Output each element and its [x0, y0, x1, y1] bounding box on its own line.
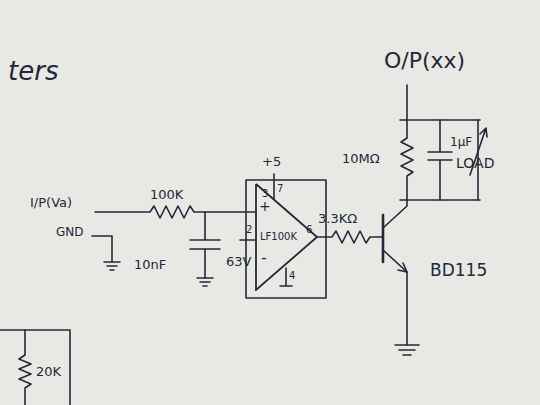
schematic-label: +5 [262, 155, 281, 168]
schematic-label: I/P(Va) [30, 196, 72, 209]
capacitor-symbol [428, 120, 452, 200]
transistor-collector [383, 200, 407, 228]
output-wire [406, 85, 408, 120]
schematic-label: GND [56, 226, 84, 238]
resistor-symbol [95, 206, 255, 218]
schematic-label: 6 [306, 225, 312, 235]
resistor-symbol [19, 330, 31, 405]
schematic-label: 3 [262, 189, 268, 199]
schematic-label: 63V [226, 255, 251, 268]
schematic-label: - [261, 250, 267, 266]
emitter-arrow [398, 263, 407, 272]
schematic-label: ters [8, 58, 58, 84]
schematic-label: 3.3KΩ [318, 212, 357, 225]
transistor-emitter [383, 250, 407, 345]
schematic-label: 2 [246, 225, 252, 235]
resistor-symbol [316, 231, 383, 243]
schematic-label: 4 [289, 271, 295, 281]
schematic-label: 100K [150, 188, 183, 201]
schematic-label: O/P(xx) [384, 50, 465, 72]
pin-wire [273, 174, 275, 200]
capacitor-symbol [190, 212, 220, 278]
schematic-label: 7 [277, 184, 283, 194]
schematic-label: 20K [36, 365, 61, 378]
schematic-label: 1μF [450, 136, 472, 148]
ground-symbol [395, 345, 419, 355]
schematic-label: + [259, 199, 271, 213]
schematic-label: 10MΩ [342, 152, 380, 165]
ground-symbol [197, 278, 213, 286]
wire [92, 236, 112, 262]
ground-symbol [104, 262, 120, 270]
transistor-base [382, 215, 385, 262]
schematic-label: BD115 [430, 262, 487, 279]
box-outline [0, 330, 70, 405]
resistor-symbol [401, 120, 413, 200]
schematic-label: 10nF [134, 258, 166, 271]
pin-wire [240, 239, 255, 241]
opamp-outline [246, 180, 326, 298]
schematic-label: LOAD [456, 156, 494, 170]
chip-name: LF100K [260, 232, 297, 242]
